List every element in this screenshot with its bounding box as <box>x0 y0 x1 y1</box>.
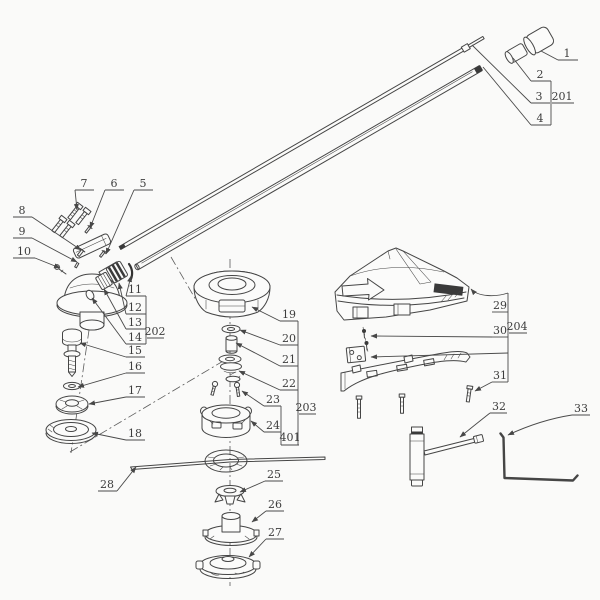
part-callout-20: 20 <box>282 332 296 345</box>
part-callout-201: 201 <box>552 90 573 103</box>
part-callout-4: 4 <box>537 112 544 125</box>
screw <box>210 380 219 396</box>
mount-bracket-plate <box>345 345 367 364</box>
hex-key-tool <box>499 432 579 482</box>
part-callout-3: 3 <box>536 90 543 103</box>
trimmer-head-column <box>193 270 271 579</box>
line-spool <box>202 512 260 546</box>
part-callout-17: 17 <box>128 384 142 397</box>
part-callout-19: 19 <box>282 308 296 321</box>
part-callout-204: 204 <box>507 320 528 333</box>
shaft-cap-small <box>504 43 528 64</box>
spool-retainer <box>214 485 246 505</box>
direction-arrow-icon <box>341 278 385 301</box>
splined-coupler <box>95 271 113 291</box>
outer-shaft-tube <box>134 65 483 271</box>
guard-hatch-ticks <box>440 290 461 303</box>
pin <box>99 250 107 258</box>
part-callout-30: 30 <box>493 324 507 337</box>
shaft-cap-large <box>523 26 555 56</box>
spoked-cup-washer <box>55 395 89 415</box>
part-callout-21: 21 <box>282 353 296 366</box>
blade-bar <box>130 456 326 470</box>
part-callout-9: 9 <box>19 225 26 238</box>
part-callout-18: 18 <box>128 427 142 440</box>
blade-center-boss <box>204 449 248 473</box>
part-callout-27: 27 <box>268 526 282 539</box>
washer <box>221 324 241 334</box>
clamp-hardware-cluster <box>51 201 112 275</box>
part-callout-11: 11 <box>128 283 142 296</box>
gearhead-hub-rim <box>79 319 105 331</box>
socket-wrench-tool <box>409 426 484 487</box>
blade-support-cup <box>45 419 97 444</box>
inner-drive-shaft <box>118 35 485 250</box>
gearhead-detail-line <box>69 283 115 289</box>
cutting-blade <box>130 449 326 473</box>
bar-screw <box>465 385 474 403</box>
tube-to-head-link-line <box>170 256 197 301</box>
ribbed-coupler-drum <box>106 260 128 284</box>
part-callout-5: 5 <box>140 177 147 190</box>
flat-washer <box>63 381 81 391</box>
part-callout-8: 8 <box>19 204 26 217</box>
part-callout-28: 28 <box>100 478 114 491</box>
part-callout-29: 29 <box>493 299 507 312</box>
part-callout-32: 32 <box>492 400 506 413</box>
bump-knob-cap <box>195 555 261 579</box>
axis-link-line <box>69 356 231 453</box>
round-head-screw <box>54 264 67 275</box>
pin <box>84 224 93 234</box>
spring-washer-set <box>218 354 242 383</box>
guard-warning-label <box>433 283 464 296</box>
part-callout-202: 202 <box>145 325 166 338</box>
part-callout-31: 31 <box>493 369 507 382</box>
part-callout-15: 15 <box>128 344 142 357</box>
part-callout-24: 24 <box>266 419 280 432</box>
long-screw <box>398 393 406 414</box>
spindle-column <box>45 328 97 444</box>
part-callout-2: 2 <box>537 68 544 81</box>
small-pin <box>74 262 80 269</box>
guard-screws <box>362 329 369 351</box>
bar-details <box>344 352 462 390</box>
screw <box>233 381 241 397</box>
callout-labels: 1234567891011121314151617181920212223242… <box>17 47 588 539</box>
bushing <box>225 335 238 354</box>
guard-mount-tab <box>393 303 411 316</box>
part-callout-23: 23 <box>266 393 280 406</box>
guard-body <box>334 247 470 321</box>
part-callout-22: 22 <box>282 377 296 390</box>
tools <box>409 426 579 487</box>
part-callout-401: 401 <box>280 431 301 444</box>
guard-ridge-lines <box>349 248 445 285</box>
part-callout-7: 7 <box>81 177 88 190</box>
part-callout-14: 14 <box>128 331 142 344</box>
spool-housing <box>200 404 252 438</box>
long-screw <box>355 395 363 419</box>
head-housing <box>193 270 271 318</box>
part-callout-6: 6 <box>111 177 118 190</box>
part-callout-33: 33 <box>574 402 588 415</box>
bolt <box>75 206 92 226</box>
part-callout-13: 13 <box>128 316 142 329</box>
guard-mount-tab <box>352 306 369 319</box>
spindle-shaft <box>62 328 82 377</box>
part-callout-26: 26 <box>268 498 282 511</box>
part-callout-16: 16 <box>128 360 142 373</box>
part-callout-12: 12 <box>128 301 142 314</box>
callout-leader-lines <box>13 44 590 558</box>
part-callout-1: 1 <box>564 47 571 60</box>
part-callout-10: 10 <box>17 245 31 258</box>
screw-alignment-line <box>362 326 369 353</box>
guard-assembly <box>334 247 474 419</box>
part-callout-25: 25 <box>267 468 281 481</box>
part-callout-203: 203 <box>296 401 317 414</box>
shaft-assembly <box>118 26 555 271</box>
